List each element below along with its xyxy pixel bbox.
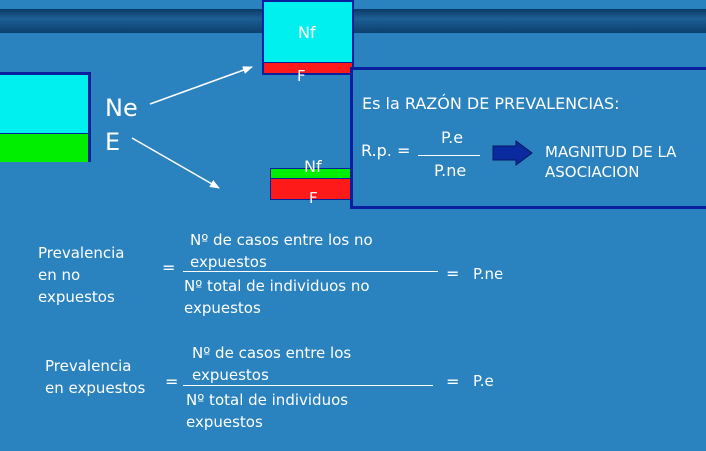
exposed-numerator-line2: expuestos <box>192 366 269 384</box>
exposed-numerator-line1: Nº de casos entre los <box>192 344 352 362</box>
callout-title: Es la RAZÓN DE PREVALENCIAS: <box>362 94 620 113</box>
top-group-nf-label: Nf <box>298 23 316 42</box>
unexposed-denominator-line1: Nº total de individuos no <box>184 277 370 295</box>
left-group-box <box>0 72 91 162</box>
exposed-result-equals: = <box>446 372 460 391</box>
ratio-callout-box <box>350 67 706 209</box>
top-group-affected-bar <box>264 62 352 73</box>
unexposed-label-line2: en no <box>38 266 81 284</box>
unexposed-fraction-line <box>183 271 438 272</box>
unexposed-label-line1: Prevalencia <box>38 244 125 262</box>
left-group-label-ne: Ne <box>105 94 138 122</box>
unexposed-denominator-line2: expuestos <box>184 299 261 317</box>
lower-group-green-bar <box>271 169 359 179</box>
exposed-denominator-line2: expuestos <box>186 413 263 431</box>
exposed-fraction-line <box>183 385 433 386</box>
exposed-denominator-line1: Nº total de individuos <box>186 391 349 409</box>
top-group-box <box>262 0 354 75</box>
top-group-f-label: F <box>297 67 306 85</box>
unexposed-label-line3: expuestos <box>38 288 115 306</box>
callout-rp-label: R.p. = <box>361 141 411 160</box>
exposed-label-line1: Prevalencia <box>45 357 132 375</box>
unexposed-numerator-line2: expuestos <box>190 253 267 271</box>
callout-denominator: P.ne <box>434 161 467 180</box>
block-arrow-right-icon <box>492 140 533 166</box>
left-group-label-e: E <box>105 128 121 156</box>
exposed-equals: = <box>165 372 179 391</box>
arrow-to-lower-group <box>131 137 220 189</box>
callout-fraction-line <box>418 155 480 156</box>
left-group-green-bar <box>0 133 88 162</box>
lower-group-f-label: F <box>309 189 318 207</box>
callout-numerator: P.e <box>441 128 464 147</box>
exposed-label-line2: en expuestos <box>45 379 146 397</box>
callout-result-line1: MAGNITUD DE LA <box>545 143 677 161</box>
unexposed-result: P.ne <box>473 265 504 283</box>
unexposed-numerator-line1: Nº de casos entre los no <box>190 231 373 249</box>
unexposed-result-equals: = <box>446 264 460 283</box>
callout-result-line2: ASOCIACION <box>545 163 640 181</box>
lower-group-box <box>270 168 360 200</box>
exposed-result: P.e <box>473 372 494 390</box>
lower-group-nf-label: Nf <box>304 157 322 176</box>
arrow-to-top-group <box>149 66 253 105</box>
unexposed-equals: = <box>162 258 176 277</box>
